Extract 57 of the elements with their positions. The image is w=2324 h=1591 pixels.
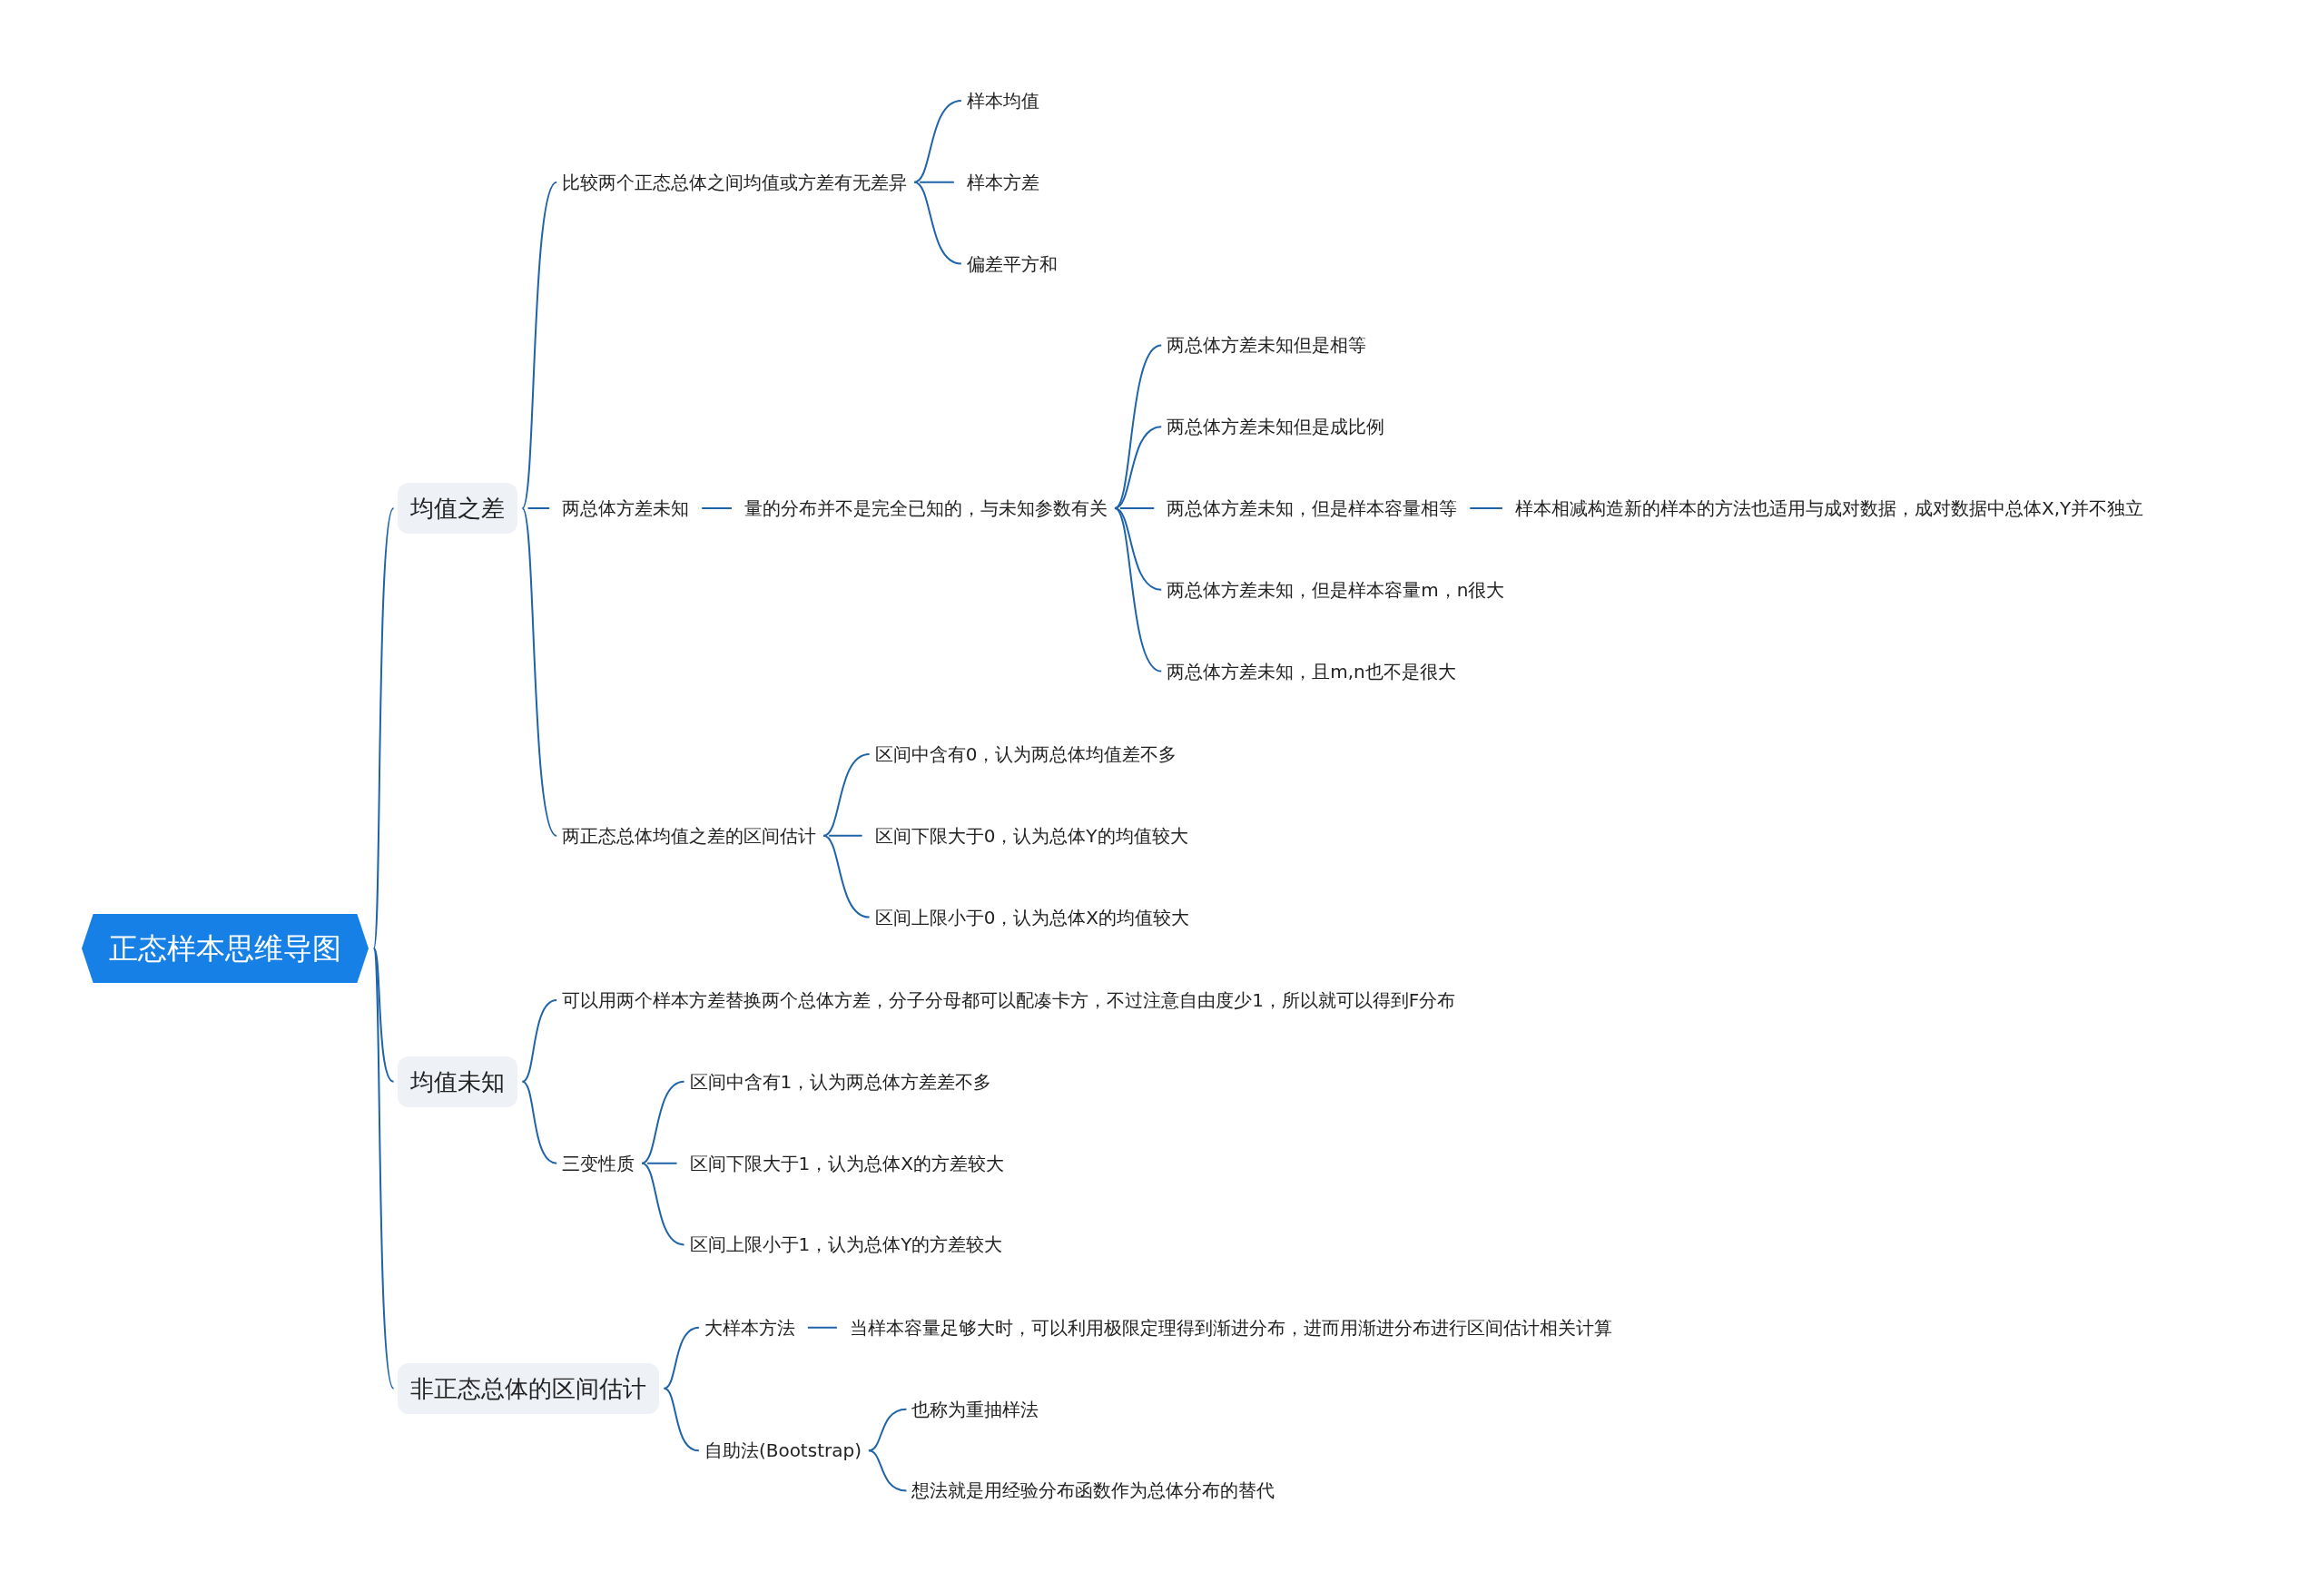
topic-text: 区间下限大于0，认为总体Y的均值较大 <box>872 822 1190 849</box>
topic-text: 两总体方差未知，但是样本容量相等 <box>1165 496 1460 521</box>
connector-line <box>1113 507 1163 673</box>
topic-text: 两总体方差未知，且m,n也不是很大 <box>1165 658 1458 684</box>
topic-text: 三变性质 <box>560 1150 637 1176</box>
topic-text: 可以用两个样本方差替换两个总体方差，分子分母都可以配凑卡方，不过注意自由度少1，所以就可以得到F分布 <box>560 987 1458 1014</box>
connector-line <box>913 100 962 183</box>
topic-text: 两总体方差未知 <box>560 496 692 521</box>
connector-line <box>372 947 395 1083</box>
topic-text: 大样本方法 <box>702 1314 797 1341</box>
connector-line <box>521 507 558 837</box>
topic-text: 区间中含有1，认为两总体方差差不多 <box>687 1068 994 1095</box>
topic-text: 样本相减构造新的样本的方法也适用与成对数据，成对数据中总体X,Y并不独立 <box>1512 496 2146 521</box>
connector-line <box>1113 344 1163 509</box>
connector-line <box>806 1326 838 1329</box>
connector-line <box>521 999 558 1083</box>
topic-text: 区间上限小于0，认为总体X的均值较大 <box>872 904 1192 930</box>
topic-text: 也称为重抽样法 <box>910 1396 1041 1422</box>
topic-text: 区间下限大于1，认为总体X的方差较大 <box>687 1150 1006 1176</box>
connector-line <box>822 834 871 918</box>
connector-line <box>641 1080 685 1164</box>
topic-text: 两总体方差未知，但是样本容量m，n很大 <box>1165 576 1507 603</box>
connector-line <box>372 947 395 1390</box>
connector-line <box>527 507 551 509</box>
connector-line <box>867 1449 908 1492</box>
topic-text: 样本均值 <box>964 88 1041 113</box>
root-topic-box: 正态样本思维导图 <box>81 913 369 983</box>
topic-text: 当样本容量足够大时，可以利用极限定理得到渐进分布，进而用渐进分布进行区间估计相关计算 <box>847 1314 1614 1341</box>
topic-text: 两总体方差未知但是成比例 <box>1165 414 1387 440</box>
connector-line <box>663 1387 700 1452</box>
connector-line <box>701 507 733 509</box>
connector-line <box>521 181 558 509</box>
connector-line <box>919 181 955 183</box>
topic-text: 想法就是用经验分布函数作为总体分布的替代 <box>910 1478 1277 1504</box>
topic-text: 区间中含有0，认为两总体均值差不多 <box>872 741 1179 767</box>
topic-text: 样本方差 <box>964 169 1041 195</box>
connector-line <box>828 834 863 837</box>
topic-text: 区间上限小于1，认为总体Y的方差较大 <box>687 1232 1005 1258</box>
connector-line <box>1118 507 1156 509</box>
topic-text: 比较两个正态总体之间均值或方差有无差异 <box>560 169 910 195</box>
topic-box: 均值之差 <box>397 483 517 534</box>
connector-line <box>822 753 871 837</box>
connector-line <box>913 181 962 265</box>
topic-box: 均值未知 <box>397 1056 517 1107</box>
connector-line <box>1469 507 1503 509</box>
connector-line <box>372 507 395 949</box>
topic-box: 非正态总体的区间估计 <box>397 1362 659 1414</box>
connector-line <box>663 1326 700 1390</box>
connector-line <box>646 1162 678 1164</box>
topic-text: 量的分布并不是完全已知的，与未知参数有关 <box>742 496 1109 521</box>
connector-line <box>641 1162 685 1246</box>
topic-text: 两总体方差未知但是相等 <box>1165 332 1369 358</box>
topic-text: 自助法(Bootstrap) <box>702 1438 863 1464</box>
connector-line <box>521 1080 558 1164</box>
topic-text: 偏差平方和 <box>964 250 1059 277</box>
connector-line <box>867 1408 908 1452</box>
topic-text: 两正态总体均值之差的区间估计 <box>560 822 819 849</box>
